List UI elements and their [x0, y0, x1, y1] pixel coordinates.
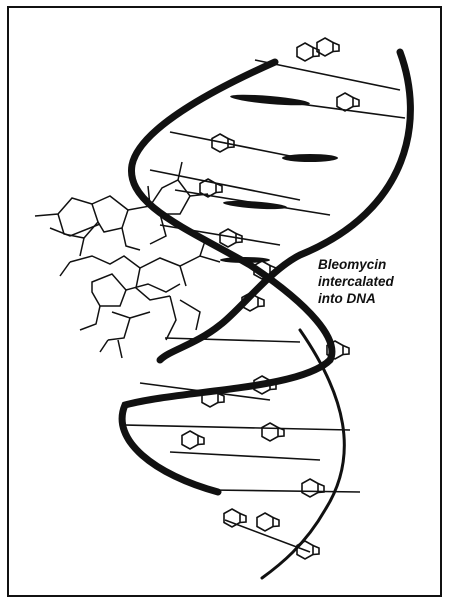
bleomycin-molecule — [35, 162, 220, 358]
caption-line-3: into DNA — [318, 290, 438, 307]
caption-line-2: intercalated — [318, 273, 438, 290]
dna-backbone-strand-2-lower — [262, 330, 344, 578]
caption-line-1: Bleomycin — [318, 256, 438, 273]
caption-label: Bleomycin intercalated into DNA — [318, 256, 438, 307]
